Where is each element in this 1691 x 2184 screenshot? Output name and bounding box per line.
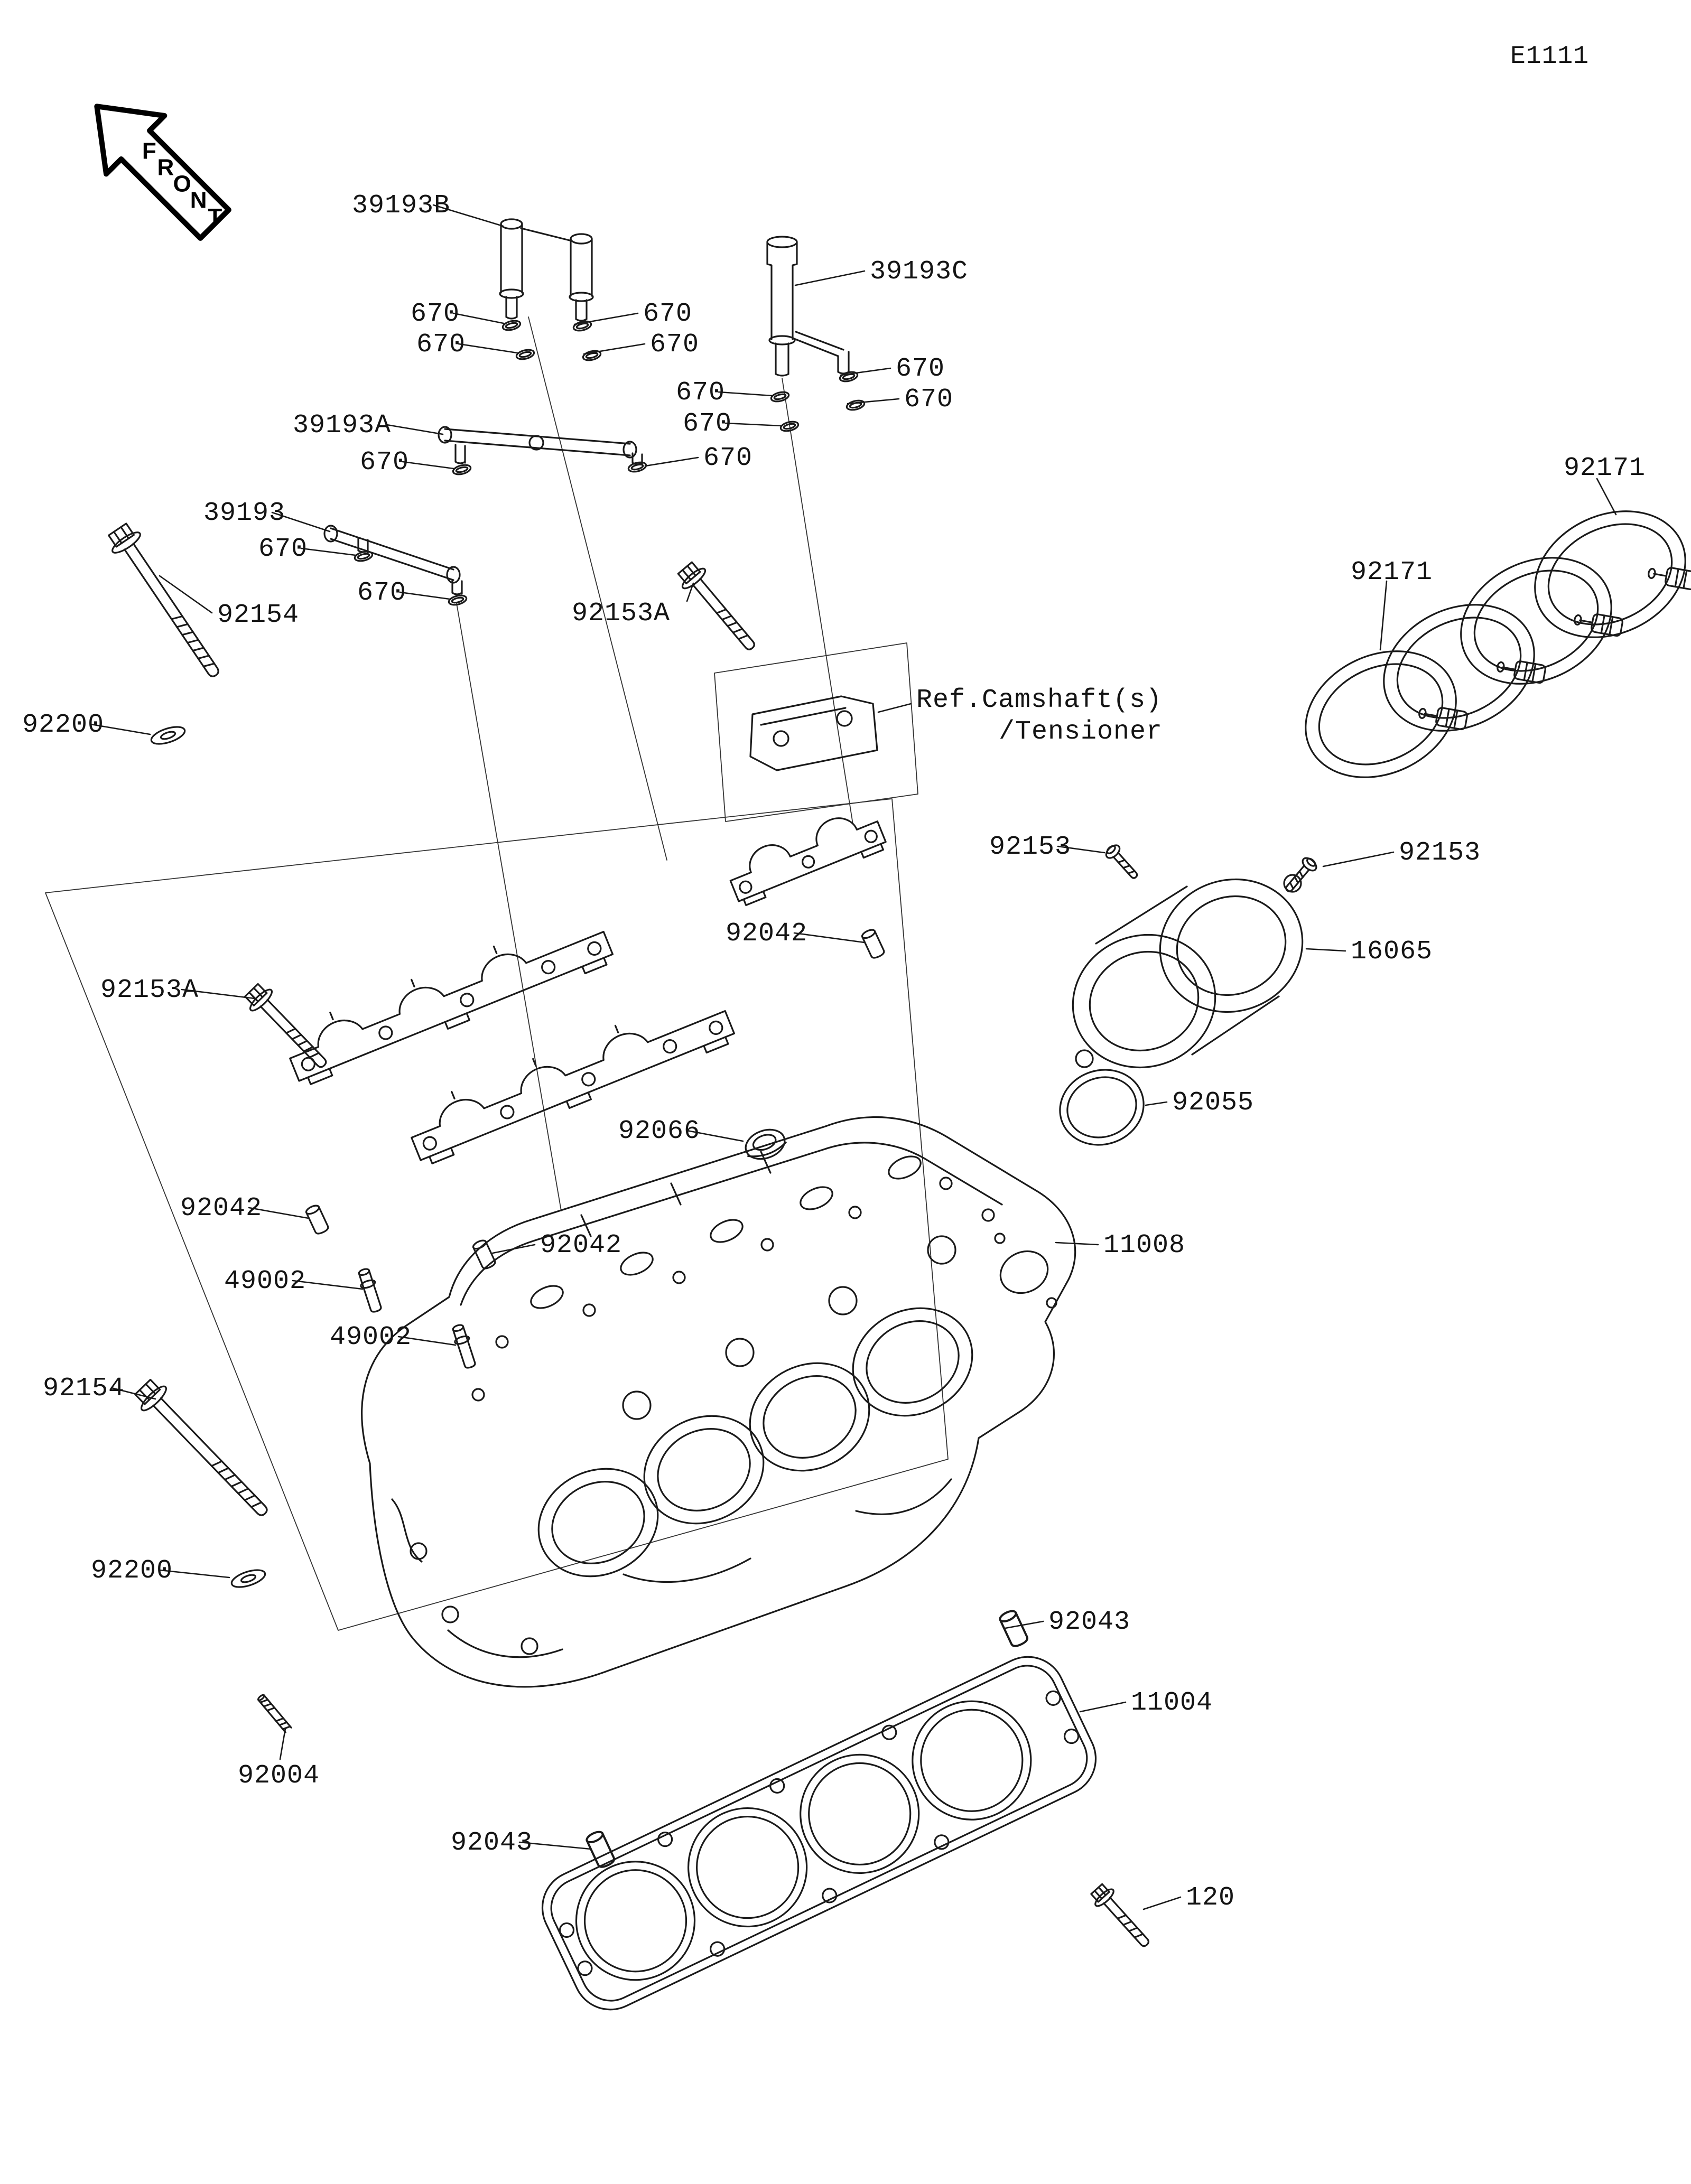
- part-label-92043-2: 92043: [451, 1828, 533, 1858]
- oil-pipe-39193B-drawing: [499, 218, 594, 322]
- part-label-92042-3: 92042: [540, 1230, 622, 1261]
- part-label-670-6: 670: [904, 385, 954, 415]
- front-letter: T: [208, 204, 222, 230]
- throttle-holder-16065-drawing: [1072, 874, 1304, 1069]
- part-label-11004: 11004: [1131, 1688, 1213, 1718]
- front-arrow: F R O N T: [94, 104, 231, 241]
- bolt-92153a-drawing: [673, 558, 764, 658]
- part-label-92066: 92066: [618, 1116, 701, 1146]
- part-label-92004: 92004: [238, 1761, 320, 1791]
- washer-92200-drawing: [228, 1565, 268, 1592]
- part-label-670-7: 670: [676, 378, 726, 408]
- part-label-92200-1: 92200: [22, 710, 105, 740]
- ref-camshaft-note-line2: /Tensioner: [999, 717, 1163, 747]
- plug-92066-drawing: [745, 1128, 787, 1160]
- part-label-39193C: 39193C: [870, 257, 969, 287]
- part-label-670-3: 670: [643, 299, 693, 329]
- part-label-11008: 11008: [1103, 1230, 1186, 1261]
- washer-92200-drawing: [148, 722, 188, 749]
- part-label-92043-1: 92043: [1048, 1607, 1131, 1637]
- part-label-120: 120: [1186, 1883, 1235, 1913]
- dowel-92042-drawing: [860, 927, 886, 960]
- part-label-49002-1: 49002: [224, 1266, 306, 1296]
- oil-pipe-39193A-drawing: [438, 426, 643, 465]
- part-label-670-10: 670: [703, 443, 753, 473]
- dowel-92043-drawing: [997, 1608, 1030, 1649]
- part-label-39193A: 39193A: [293, 410, 392, 441]
- screw-92153-drawing: [1102, 841, 1143, 883]
- tensioner-bracket-drawing: [749, 695, 878, 771]
- part-label-16065: 16065: [1351, 937, 1433, 967]
- part-label-670-12: 670: [357, 578, 407, 608]
- part-label-92154-2: 92154: [43, 1374, 125, 1404]
- bolt-92154-drawing: [103, 519, 230, 686]
- front-letter: R: [157, 154, 174, 180]
- front-letter: N: [190, 188, 207, 213]
- ref-camshaft-note-line1: Ref.Camshaft(s): [916, 685, 1163, 715]
- page-code: E1111: [1510, 42, 1590, 71]
- guide-49002-drawing: [355, 1266, 385, 1314]
- oil-pipe-39193-drawing: [323, 525, 463, 595]
- bolt-92153a-drawing: [240, 979, 336, 1077]
- front-letter: F: [142, 138, 156, 164]
- oring-92055-drawing: [1059, 1069, 1145, 1146]
- part-label-92154-1: 92154: [217, 600, 300, 630]
- part-label-92200-2: 92200: [91, 1556, 173, 1586]
- part-label-92042-1: 92042: [726, 919, 808, 949]
- part-label-92171-2: 92171: [1351, 557, 1433, 587]
- part-label-39193: 39193: [203, 498, 286, 528]
- part-label-92042-2: 92042: [180, 1193, 263, 1224]
- part-label-670-9: 670: [360, 447, 410, 478]
- clamps-92171: [1284, 486, 1691, 802]
- part-label-670-2: 670: [416, 330, 466, 360]
- leader-lines: [90, 204, 1617, 1910]
- part-label-92153A-1: 92153A: [572, 599, 671, 629]
- oil-pipe-39193C-drawing: [766, 236, 850, 377]
- bolt-120-drawing: [1087, 1880, 1157, 1954]
- part-label-670-4: 670: [650, 330, 700, 360]
- part-label-670-8: 670: [683, 409, 732, 439]
- part-label-92153-1: 92153: [989, 832, 1072, 862]
- part-label-670-11: 670: [258, 534, 308, 564]
- part-label-92055: 92055: [1172, 1088, 1255, 1118]
- part-label-49002-2: 49002: [330, 1322, 412, 1352]
- stud-92004-drawing: [256, 1693, 292, 1733]
- guide-49002-drawing: [449, 1322, 479, 1370]
- dowel-92042-drawing: [304, 1203, 330, 1236]
- part-label-92171-1: 92171: [1564, 453, 1646, 483]
- small-parts: [304, 927, 1030, 1870]
- grouping-frames: [45, 316, 949, 1631]
- part-label-670-1: 670: [411, 299, 460, 329]
- part-label-92153-2: 92153: [1399, 838, 1481, 868]
- front-letter: O: [173, 171, 191, 197]
- cylinder-head-11008-drawing: [361, 1116, 1076, 1688]
- cam-holder-rails: [278, 802, 889, 1168]
- part-label-670-5: 670: [896, 354, 945, 384]
- part-label-92153A-2: 92153A: [100, 975, 199, 1005]
- part-label-39193B: 39193B: [352, 191, 451, 221]
- head-gasket-11004-drawing: [541, 1656, 1097, 2011]
